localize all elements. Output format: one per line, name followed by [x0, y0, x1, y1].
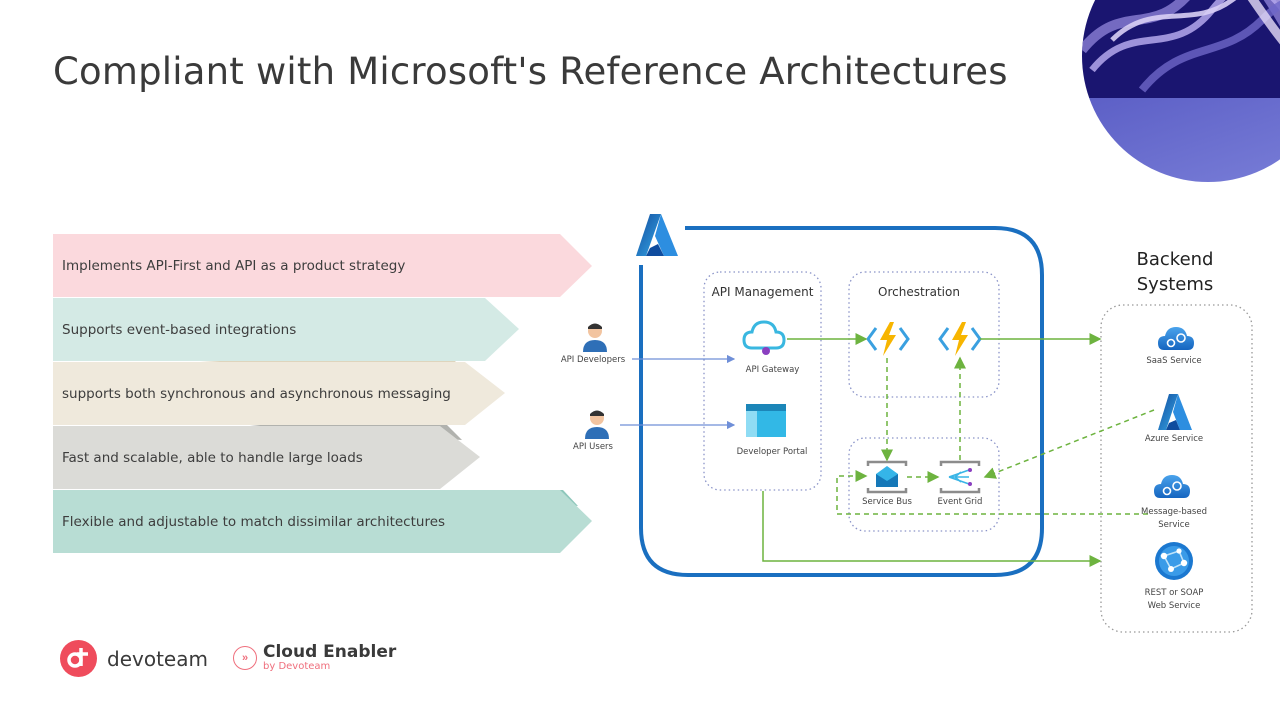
feature-label: Supports event-based integrations — [62, 322, 297, 338]
feature-label: Flexible and adjustable to match dissimi… — [62, 514, 446, 530]
feature-chevron-shape — [53, 490, 592, 553]
decorative-ribbon-image — [1082, 0, 1280, 182]
cloud-enabler-wordmark: Cloud Enabler — [263, 642, 397, 662]
feature-chevron-shape — [53, 426, 480, 489]
cloud-enabler-logo: » Cloud Enabler by Devoteam — [233, 644, 396, 672]
orchestration-group — [848, 271, 1000, 398]
api-management-group — [703, 271, 822, 491]
backend-title-line: Backend — [1136, 249, 1214, 270]
cloud-enabler-byline: by Devoteam — [263, 661, 331, 672]
backend-title-line: Systems — [1136, 274, 1214, 295]
messaging-group — [848, 437, 1000, 532]
orchestration-title: Orchestration — [878, 285, 960, 299]
async-arrow — [836, 470, 1148, 515]
feature-chevrons — [53, 234, 592, 553]
feature-label: Fast and scalable, able to handle large … — [62, 450, 363, 466]
actor-label: API Developers — [560, 355, 626, 365]
backend-label: REST or SOAP Web Service — [1126, 587, 1222, 613]
azure-boundary — [639, 226, 1044, 577]
api-management-title: API Management — [711, 285, 814, 299]
component-label: Service Bus — [862, 497, 912, 507]
web-service-icon — [1155, 542, 1193, 580]
component-label: Developer Portal — [736, 447, 808, 457]
backend-label-line: Web Service — [1147, 601, 1201, 611]
slide-title: Compliant with Microsoft's Reference Arc… — [53, 50, 1008, 93]
devoteam-wordmark: devoteam — [107, 646, 208, 671]
feature-label: supports both synchronous and asynchrono… — [62, 386, 451, 402]
feature-chevron-shape — [53, 234, 592, 297]
api-gateway-icon — [742, 320, 786, 355]
backend-label-line: Service — [1158, 520, 1190, 530]
azure-logo-icon — [1158, 394, 1192, 430]
backend-label: Azure Service — [1144, 434, 1204, 444]
user-icon — [583, 323, 607, 352]
component-label: API Gateway — [745, 365, 800, 375]
component-label: Event Grid — [937, 497, 983, 507]
developer-portal-icon — [746, 404, 786, 437]
devoteam-logo: devoteam — [60, 640, 208, 677]
actor-label: API Users — [573, 442, 613, 452]
backend-label: Message-based Service — [1126, 506, 1222, 532]
double-chevron-icon: » — [233, 646, 257, 670]
cloud-gears-icon — [1154, 475, 1190, 498]
azure-function-icon — [938, 322, 982, 356]
feature-label: Implements API-First and API as a produc… — [62, 258, 406, 274]
backend-title: Backend Systems — [1100, 247, 1250, 297]
user-icon — [585, 410, 609, 439]
azure-function-icon — [866, 322, 910, 356]
backend-group — [1100, 304, 1253, 633]
feature-chevron-shape — [53, 362, 505, 425]
backend-label: SaaS Service — [1146, 356, 1202, 366]
backend-label-line: Message-based — [1141, 507, 1207, 517]
backend-label-line: REST or SOAP — [1144, 588, 1204, 598]
async-arrow — [983, 409, 1155, 479]
feature-chevron-shape — [53, 298, 519, 361]
service-bus-icon — [866, 460, 908, 494]
azure-logo-icon — [636, 214, 678, 256]
cloud-gears-icon — [1158, 327, 1194, 350]
devoteam-logo-icon — [60, 640, 97, 677]
flow-arrow — [762, 491, 1102, 567]
event-grid-icon — [939, 460, 981, 494]
